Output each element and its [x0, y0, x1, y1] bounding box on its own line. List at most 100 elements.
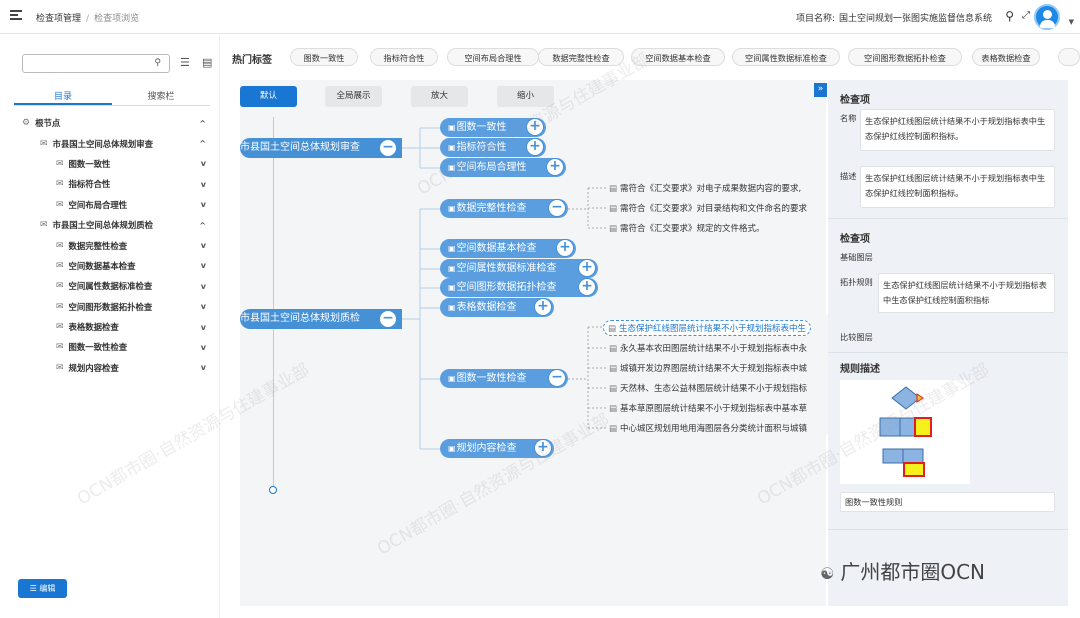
- detail-panel: [828, 80, 1068, 606]
- tree-node[interactable]: ✉市县国土空间总体规划质检^: [14, 215, 210, 235]
- chevron-down-icon[interactable]: v: [200, 342, 206, 352]
- expand-icon[interactable]: +: [578, 259, 596, 277]
- leaf-node[interactable]: ▤生态保护红线图层统计结果不小于规划指标表中生: [603, 320, 812, 336]
- hot-tag[interactable]: 空间图形数据拓扑检查: [848, 48, 962, 66]
- child-node[interactable]: ▣空间属性数据标准检查: [440, 259, 598, 278]
- chevron-up-icon[interactable]: ^: [199, 139, 206, 149]
- tree-node[interactable]: ✉市县国土空间总体规划审查^: [14, 133, 210, 153]
- chevron-down-icon[interactable]: ▼: [1068, 18, 1074, 26]
- expand-icon[interactable]: +: [546, 158, 564, 176]
- name-field[interactable]: 生态保护红线图层统计结果不小于规划指标表中生态保护红线控制面积指标。: [860, 109, 1055, 151]
- expand-icon[interactable]: +: [534, 439, 552, 457]
- tree-node-label: 规划内容检查: [68, 362, 119, 373]
- expand-icon[interactable]: +: [534, 298, 552, 316]
- child-node[interactable]: ▣空间图形数据拓扑检查: [440, 278, 598, 297]
- hot-tag[interactable]: 空间属性数据标准检查: [732, 48, 840, 66]
- leaf-node[interactable]: ▤永久基本农田图层统计结果不小于规划指标表中永: [609, 342, 807, 354]
- clipboard-icon[interactable]: ▤: [202, 56, 213, 69]
- root-icon: ⚙: [22, 118, 31, 129]
- chevron-down-icon[interactable]: v: [200, 363, 206, 373]
- expand-icon[interactable]: +: [526, 118, 544, 136]
- tab-search[interactable]: 搜索栏: [147, 92, 175, 102]
- zoom-in-button[interactable]: 放大: [411, 86, 468, 107]
- fullscreen-icon[interactable]: ⤢: [1022, 10, 1030, 21]
- collapse-icon[interactable]: −: [548, 369, 566, 387]
- zoom-out-button[interactable]: 缩小: [497, 86, 554, 107]
- expand-panel-icon[interactable]: »: [814, 83, 827, 97]
- wechat-icon: ☯: [820, 564, 835, 583]
- full-view-button[interactable]: 全局展示: [325, 86, 382, 107]
- root-dot[interactable]: [269, 486, 277, 494]
- hot-tag[interactable]: 数据完整性检查: [538, 48, 624, 66]
- leaf-node[interactable]: ▤需符合《汇交要求》对目录结构和文件命名的要求: [609, 202, 807, 214]
- expand-icon[interactable]: +: [578, 278, 596, 296]
- chevron-down-icon[interactable]: v: [200, 159, 206, 169]
- leaf-node[interactable]: ▤基本草原图层统计结果不小于规划指标表中基本草: [609, 402, 807, 414]
- hot-tag[interactable]: 表格数据检查: [972, 48, 1040, 66]
- search-icon[interactable]: ⚲: [154, 58, 161, 68]
- collapse-icon[interactable]: −: [379, 139, 397, 157]
- hot-tag[interactable]: 空间数据基本检查: [631, 48, 725, 66]
- leaf-node[interactable]: ▤需符合《汇交要求》规定的文件格式。: [609, 222, 765, 234]
- collapse-icon[interactable]: −: [379, 310, 397, 328]
- leaf-node[interactable]: ▤中心城区规划用地用海图层各分类统计面积与城镇: [609, 422, 807, 434]
- child-node[interactable]: ▣规划内容检查: [440, 439, 554, 458]
- expand-icon[interactable]: +: [556, 239, 574, 257]
- child-node[interactable]: ▣空间布局合理性: [440, 158, 566, 177]
- breadcrumb-item[interactable]: 检查项管理: [36, 14, 82, 24]
- child-node[interactable]: ▣图数一致性: [440, 118, 546, 137]
- leaf-node[interactable]: ▤需符合《汇交要求》对电子成果数据内容的要求,: [609, 182, 801, 194]
- chevron-up-icon[interactable]: ^: [199, 220, 206, 230]
- topo-label: 拓扑规则: [840, 277, 873, 287]
- section-title: 检查项: [840, 234, 870, 245]
- tree-node[interactable]: ⚙根节点^: [14, 113, 210, 133]
- parent-node-review[interactable]: 市县国土空间总体规划审查: [240, 138, 402, 158]
- leaf-node[interactable]: ▤城镇开发边界图层统计结果不大于规划指标表中城: [609, 362, 807, 374]
- hot-tag[interactable]: 空间布局合理性: [447, 48, 539, 66]
- chevron-down-icon[interactable]: v: [200, 302, 206, 312]
- chevron-down-icon[interactable]: v: [200, 281, 206, 291]
- topo-field[interactable]: 生态保护红线图层统计结果不小于规划指标表中生态保护红线控制面积指标: [878, 273, 1055, 313]
- folder-icon: ✉: [56, 301, 64, 312]
- hot-tag[interactable]: 图数一致性: [290, 48, 358, 66]
- node-icon: ▣: [448, 444, 456, 453]
- default-button[interactable]: 默认: [240, 86, 297, 107]
- chevron-up-icon[interactable]: ^: [199, 118, 206, 128]
- collapse-icon[interactable]: −: [548, 199, 566, 217]
- tab-catalog[interactable]: 目录: [14, 89, 112, 105]
- chevron-down-icon[interactable]: v: [200, 322, 206, 332]
- folder-icon: ✉: [40, 220, 48, 231]
- parent-node-qc[interactable]: 市县国土空间总体规划质检: [240, 309, 402, 329]
- menu-toggle-icon[interactable]: [10, 10, 22, 20]
- child-node[interactable]: ▣图数一致性检查: [440, 369, 568, 388]
- search-input[interactable]: ⚲: [22, 54, 170, 73]
- chevron-down-icon[interactable]: v: [200, 200, 206, 210]
- expand-icon[interactable]: +: [526, 138, 544, 156]
- desc-field[interactable]: 生态保护红线图层统计结果不小于规划指标表中生态保护红线控制面积指标。: [860, 166, 1055, 208]
- hot-tag[interactable]: 指标符合性: [370, 48, 438, 66]
- search-icon[interactable]: ⚲: [1005, 9, 1014, 23]
- child-node[interactable]: ▣表格数据检查: [440, 298, 554, 317]
- layers-icon[interactable]: ☰: [180, 56, 190, 69]
- child-node[interactable]: ▣指标符合性: [440, 138, 546, 157]
- chevron-down-icon[interactable]: v: [200, 241, 206, 251]
- child-node[interactable]: ▣数据完整性检查: [440, 199, 568, 218]
- edit-button[interactable]: ☰ 编辑: [18, 579, 67, 598]
- avatar[interactable]: [1034, 4, 1060, 30]
- child-node[interactable]: ▣空间数据基本检查: [440, 239, 576, 258]
- chevron-down-icon[interactable]: v: [200, 179, 206, 189]
- leaf-label: 生态保护红线图层统计结果不小于规划指标表中生: [619, 324, 807, 334]
- rule-name-field[interactable]: 图数一致性规则: [840, 492, 1055, 512]
- chevron-down-icon[interactable]: v: [200, 261, 206, 271]
- leaf-node[interactable]: ▤天然林、生态公益林图层统计结果不小于规划指标: [609, 382, 807, 394]
